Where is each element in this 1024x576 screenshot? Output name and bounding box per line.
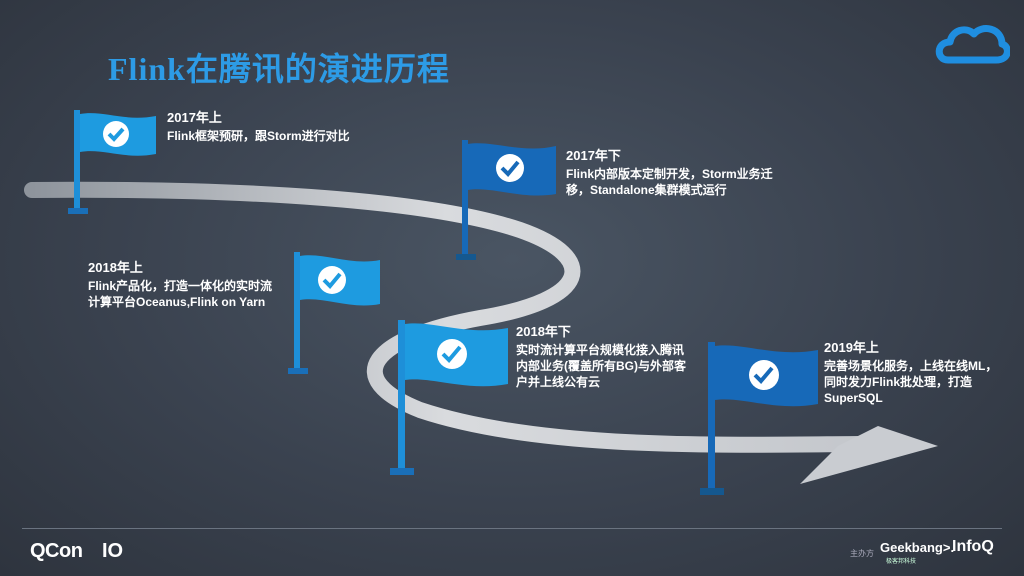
tencent-cloud-logo-icon: [935, 25, 1010, 64]
footer-divider: [22, 528, 1002, 529]
milestone-flag-2018-h2: [390, 320, 508, 475]
milestone-label-2018-h2: 2018年下 实时流计算平台规模化接入腾讯 内部业务(覆盖所有BG)与外部客 户…: [516, 324, 686, 389]
milestone-label-2017-h1: 2017年上 Flink框架预研，跟Storm进行对比: [167, 110, 350, 143]
qcon-logo: QCon: [30, 540, 83, 562]
milestone-label-2019-h1: 2019年上 完善场景化服务，上线在线ML， 同时发力Flink批处理，打造 S…: [824, 340, 998, 405]
qcon-ten-logo: IO: [102, 540, 124, 562]
milestone-flag-2018-h1: [288, 252, 380, 374]
organizer-label: 主办方: [850, 549, 874, 558]
milestone-flag-2019-h1: [700, 342, 818, 495]
page-title: Flink在腾讯的演进历程: [108, 51, 450, 87]
check-icon: [496, 154, 524, 182]
geekbang-logo: Geekbang>.: [880, 540, 955, 555]
geekbang-sub-label: 极客邦科技: [886, 559, 917, 565]
milestone-label-2018-h1: 2018年上 Flink产品化，打造一体化的实时流 计算平台Oceanus,Fl…: [88, 260, 273, 309]
arrow-head: [800, 426, 938, 484]
milestone-flag-2017-h2: [456, 140, 556, 260]
milestone-label-2017-h2: 2017年下 Flink内部版本定制开发，Storm业务迁 移，Standalo…: [566, 148, 773, 197]
milestone-flag-2017-h1: [68, 110, 156, 214]
infoq-logo: InfoQ: [952, 538, 994, 555]
check-icon: [318, 266, 346, 294]
